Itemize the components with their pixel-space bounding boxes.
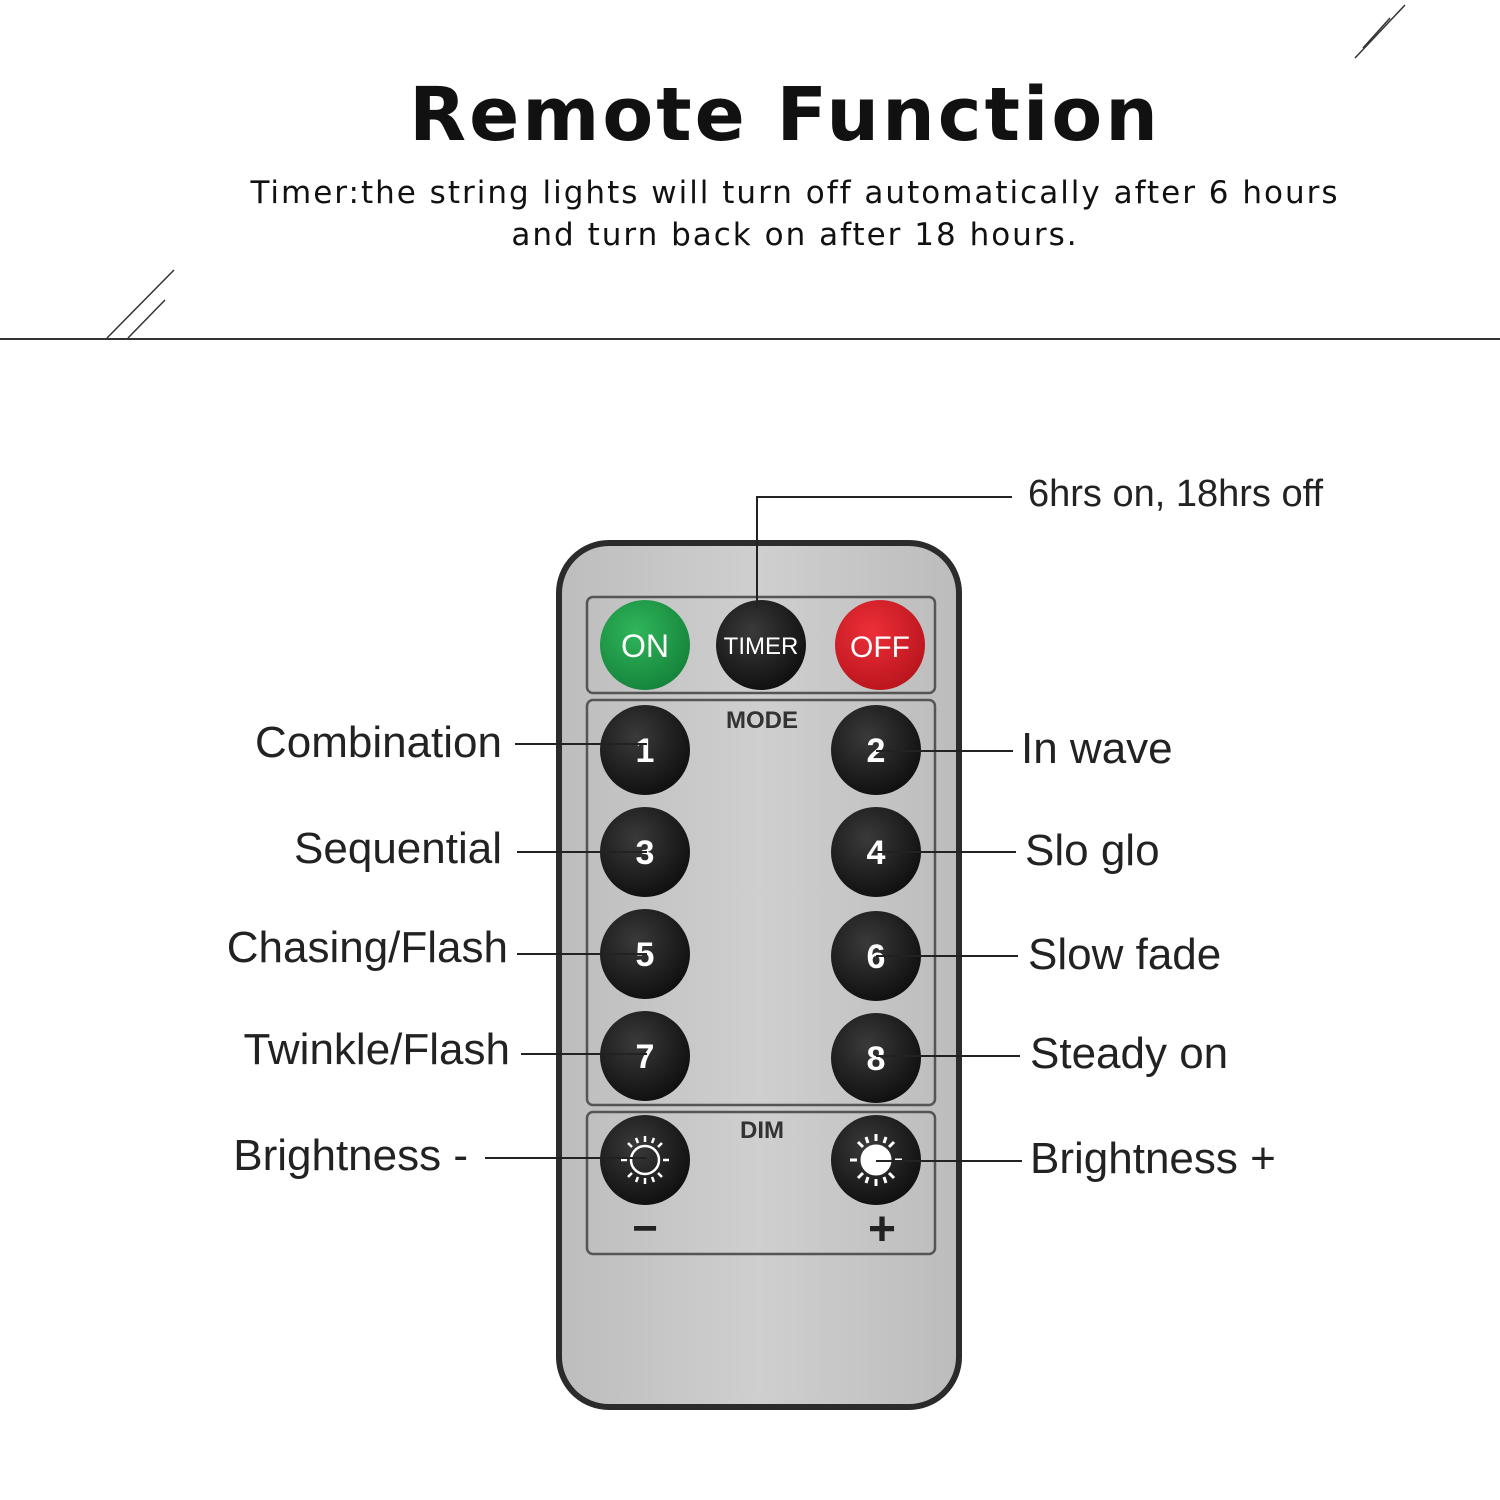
svg-text:1: 1 xyxy=(636,732,655,770)
brightness-minus-button[interactable] xyxy=(600,1115,690,1205)
page-title: Remote Function xyxy=(409,72,1161,158)
off-button[interactable]: OFF xyxy=(835,600,925,690)
mode-button-8[interactable]: 8 xyxy=(831,1013,921,1103)
callout-mode-3: Sequential xyxy=(294,824,502,873)
mode-button-7[interactable]: 7 xyxy=(600,1011,690,1101)
callout-mode-6: Slow fade xyxy=(1028,930,1222,979)
mode-section-label: MODE xyxy=(726,707,798,734)
on-button-label: ON xyxy=(621,628,669,664)
svg-text:4: 4 xyxy=(867,834,886,872)
svg-text:7: 7 xyxy=(636,1038,655,1076)
callout-mode-7: Twinkle/Flash xyxy=(243,1025,510,1074)
on-button[interactable]: ON xyxy=(600,600,690,690)
leader-timer-horizontal xyxy=(757,496,1012,498)
leader-mode-2 xyxy=(876,750,1013,752)
leader-mode-5 xyxy=(517,953,647,955)
svg-text:6: 6 xyxy=(867,938,886,976)
callout-dim-minus: Brightness - xyxy=(233,1131,468,1180)
mode-section-panel xyxy=(585,698,937,1107)
slash-top-right-1 xyxy=(1354,4,1406,59)
subtitle-line-2: and turn back on after 18 hours. xyxy=(511,217,1079,253)
sun-outline-icon xyxy=(621,1136,669,1184)
leader-dim-plus xyxy=(876,1160,1022,1162)
callout-mode-5: Chasing/Flash xyxy=(226,923,508,972)
leader-mode-7 xyxy=(521,1053,647,1055)
timer-button-label: TIMER xyxy=(724,633,799,660)
remote-control: ON TIMER OFF MODE 1 2 3 4 5 6 7 8 xyxy=(556,540,962,1410)
callout-mode-2: In wave xyxy=(1021,724,1173,773)
slash-top-right-2 xyxy=(1362,17,1391,49)
dim-minus-sign: − xyxy=(632,1204,658,1253)
leader-dim-minus xyxy=(485,1157,647,1159)
off-button-label: OFF xyxy=(850,631,910,664)
svg-text:5: 5 xyxy=(636,936,655,974)
timer-button[interactable]: TIMER xyxy=(716,600,806,690)
svg-text:8: 8 xyxy=(867,1040,886,1078)
subtitle-line-1: Timer:the string lights will turn off au… xyxy=(250,175,1340,211)
callout-mode-8: Steady on xyxy=(1030,1029,1229,1078)
slash-left-2 xyxy=(127,299,166,339)
dim-plus-sign: + xyxy=(868,1203,896,1256)
leader-timer-vertical xyxy=(756,496,758,608)
sun-filled-icon xyxy=(850,1134,902,1186)
slash-left-1 xyxy=(106,269,175,339)
leader-mode-8 xyxy=(876,1055,1020,1057)
mode-button-1[interactable]: 1 xyxy=(600,705,690,795)
decorative-slashes xyxy=(106,4,1406,339)
callout-mode-1: Combination xyxy=(254,718,502,767)
leader-mode-3 xyxy=(517,851,647,853)
power-section-panel xyxy=(585,595,937,695)
dim-section-panel xyxy=(585,1110,937,1256)
header-divider xyxy=(0,338,1500,340)
leader-mode-6 xyxy=(876,955,1018,957)
callout-timer: 6hrs on, 18hrs off xyxy=(1028,473,1324,515)
leader-mode-1 xyxy=(515,743,647,745)
dim-section-label: DIM xyxy=(740,1117,784,1144)
callout-mode-4: Slo glo xyxy=(1025,826,1160,875)
leader-mode-4 xyxy=(876,851,1016,853)
callout-dim-plus: Brightness + xyxy=(1030,1134,1276,1183)
svg-text:3: 3 xyxy=(636,834,655,872)
